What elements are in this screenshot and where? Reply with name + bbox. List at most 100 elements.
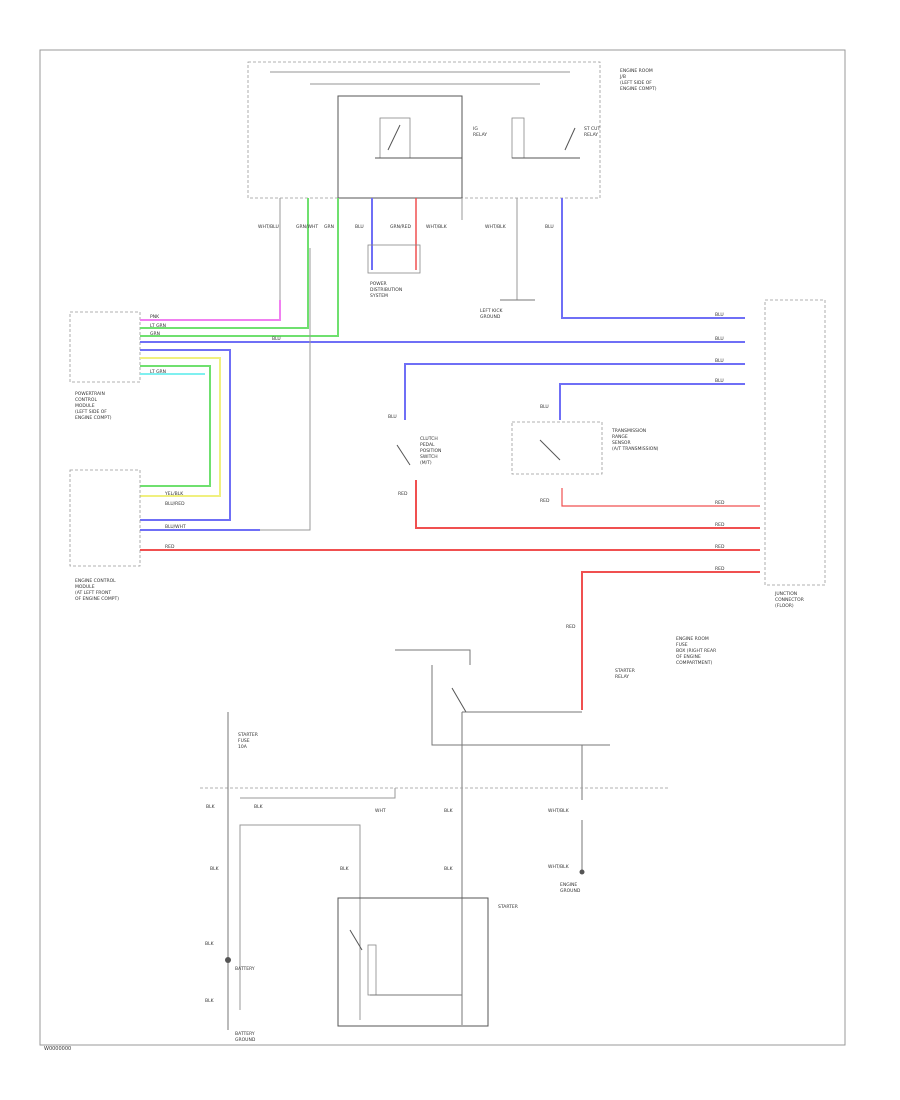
pcm-label-1: POWERTRAIN — [75, 391, 105, 397]
trs-wire-blu: BLU — [540, 404, 549, 410]
wire-red-trs — [561, 488, 760, 507]
ig-relay-coil-box — [379, 117, 411, 159]
fuse-box-label-4: OF ENGINE — [676, 654, 701, 660]
wire-green-3 — [140, 365, 211, 487]
engine-ground-label-2: GROUND — [560, 888, 581, 894]
power-dist-label-2: DISTRIBUTION — [370, 287, 402, 293]
junction-wire-red-1: RED — [715, 500, 725, 506]
starter-wire-blk-3: BLK — [444, 866, 454, 872]
starter-relay-frame — [431, 665, 610, 746]
starter-wire-blk: BLK — [340, 866, 350, 872]
pcm-wire-label-pnk: PNK — [150, 314, 160, 320]
ig-relay-frame — [337, 95, 463, 199]
junction-wire-blu-2: BLU — [715, 336, 724, 342]
ecm-label-2: MODULE — [75, 584, 95, 590]
starter-label: STARTER — [498, 904, 518, 910]
power-dist-box — [367, 244, 421, 274]
junction-label-3: (FLOOR) — [775, 603, 794, 609]
wire-grn-2 — [140, 248, 339, 337]
pcm-label-2: CONTROL — [75, 397, 97, 403]
left-kick-ground-label-1: LEFT KICK — [480, 308, 503, 314]
wire-blu-loop — [140, 349, 231, 521]
powertrain-module-wires — [140, 245, 745, 521]
ecm-label-4: OF ENGINE COMPT) — [75, 596, 119, 602]
starter-fuse-label-1: STARTER — [238, 732, 258, 738]
starter-relay-top — [395, 649, 471, 665]
wire-label-grn-wht: GRN/WHT — [296, 224, 318, 230]
wire-red-starter — [581, 571, 760, 710]
battery-label: BATTERY — [235, 966, 255, 972]
junction-label-2: CONNECTOR — [775, 597, 804, 603]
starter-fuse-label-2: FUSE — [238, 738, 250, 744]
starter-wire-red: RED — [566, 624, 576, 630]
starter-solenoid-contact — [349, 929, 363, 951]
junction-wire-red-4: RED — [715, 566, 725, 572]
fuse-wire-wht: WHT — [375, 808, 386, 814]
relay-box-outline — [247, 61, 601, 199]
battery-wire-blk-2: BLK — [205, 941, 215, 947]
ig-relay-label-2: RELAY — [473, 132, 487, 138]
starter-relay-label-1: STARTER — [615, 668, 635, 674]
relay-box-label-3: (LEFT SIDE OF — [620, 80, 652, 86]
relay-box: IG RELAY ST CUT RELAY — [247, 61, 601, 199]
left-kick-ground-label-2: GROUND — [480, 314, 501, 320]
wire-pink — [140, 300, 281, 321]
ig-relay-contact — [387, 124, 401, 151]
relay-box-drops — [279, 198, 745, 319]
junction-wire-blu-1: BLU — [715, 312, 724, 318]
starter-relay-contact — [451, 687, 467, 713]
pcm-wire-label-ltgrn: LT GRN — [150, 323, 166, 329]
ecm-label-1: ENGINE CONTROL — [75, 578, 116, 584]
junction-wire-red-3: RED — [715, 544, 725, 550]
relay-box-label-1: ENGINE ROOM — [620, 68, 653, 74]
engine-ground-symbol — [579, 869, 585, 875]
ecm-label-yel-blk: YEL/BLK — [164, 491, 184, 497]
starter-wire-blk-2: BLK — [444, 808, 454, 814]
starter-fuse-label-3: 10A — [238, 744, 248, 750]
fuse-wire-blk: BLK — [206, 804, 216, 810]
battery-ground-label-2: GROUND — [235, 1037, 256, 1043]
ground-wire-wht-blk: WHT/BLK — [548, 808, 570, 814]
junction-label-1: JUNCTION — [774, 591, 797, 597]
st-cut-relay-label-2: RELAY — [584, 132, 598, 138]
pcm-label-5: ENGINE COMPT) — [75, 415, 112, 421]
fuse-box-label-2: FUSE — [676, 642, 688, 648]
clutch-wire-blu: BLU — [388, 414, 397, 420]
st-cut-relay-coil — [511, 117, 525, 159]
battery-symbol — [225, 957, 231, 963]
wire-label-wht-blu: WHT/BLU — [258, 224, 279, 230]
ground-wire-wht-blk-2: WHT/BLK — [548, 864, 570, 870]
wire-yellow — [140, 357, 221, 497]
wire-blk-starter — [239, 824, 361, 1020]
ig-relay-label: IG — [473, 126, 478, 132]
junction-connector-outline — [764, 299, 826, 586]
clutch-label-1: CLUTCH — [420, 436, 438, 442]
power-dist-label-1: POWER — [370, 281, 387, 287]
trs-label-4: (A/T TRANSMISSION) — [612, 446, 659, 452]
battery-wire-blk-3: BLK — [205, 998, 215, 1004]
relay-box-label-2: J/B — [619, 74, 626, 80]
relay-box-label-4: ENGINE COMPT) — [620, 86, 657, 92]
clutch-label-5: (M/T) — [420, 460, 432, 466]
fuse-box-label-3: BOX (RIGHT REAR — [676, 648, 716, 654]
wire-label-grn: GRN — [324, 224, 334, 230]
starter-solenoid-coil — [367, 944, 377, 996]
battery-ground-label-1: BATTERY — [235, 1031, 255, 1037]
fuse-wire-blk-2: BLK — [254, 804, 264, 810]
wire-label-blu-1: BLU — [355, 224, 364, 230]
engine-ground-label-1: ENGINE — [560, 882, 577, 888]
junction-wire-blu-3: BLU — [715, 358, 724, 364]
trs-label-3: SENSOR — [612, 440, 631, 446]
diagram-frame — [39, 49, 846, 1046]
starter-relay-label-2: RELAY — [615, 674, 629, 680]
ecm-label-3: (AT LEFT FRONT — [75, 590, 111, 596]
starter-relay — [395, 649, 610, 1025]
wire-label-blu-2: BLU — [545, 224, 554, 230]
trans-range-sensor-box — [511, 421, 603, 475]
fuse-box-label-5: COMPARTMENT) — [676, 660, 712, 666]
clutch-switch-contact — [396, 444, 411, 466]
pcm-wire-label-blu: BLU — [272, 336, 281, 342]
wire-wht-fuse — [240, 788, 396, 799]
trs-wire-red: RED — [540, 498, 550, 504]
